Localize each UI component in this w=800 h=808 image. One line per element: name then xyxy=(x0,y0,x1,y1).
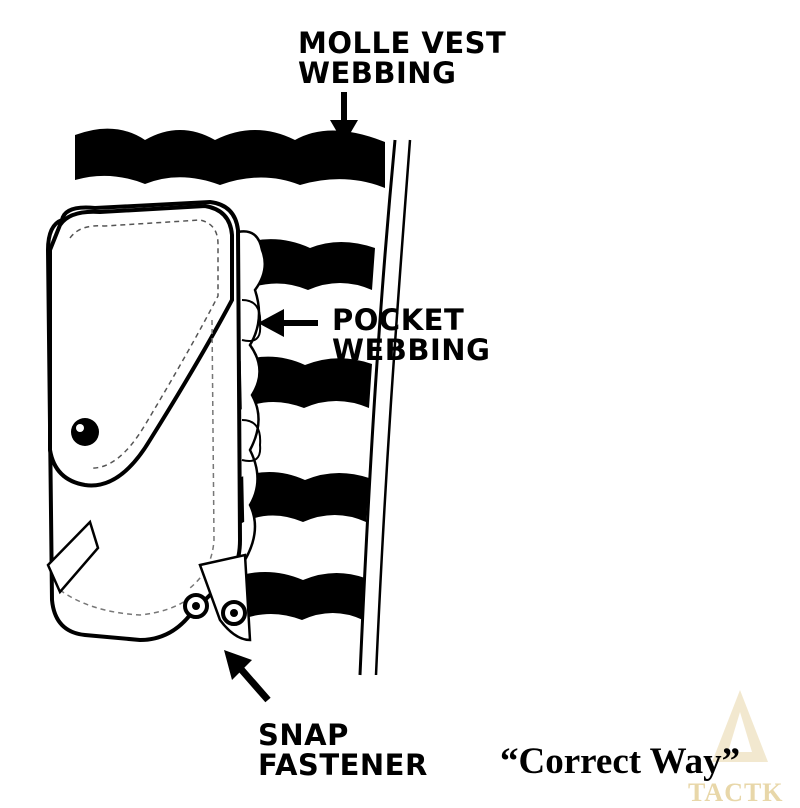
pocket-webbing-strip xyxy=(237,230,267,561)
vest-webbing-band-3 xyxy=(238,471,369,524)
label-line: POCKET xyxy=(332,303,465,337)
pocket-webbing-loop xyxy=(241,419,262,462)
arrow-left-icon xyxy=(258,309,318,337)
vest-webbing-band-2 xyxy=(238,356,372,410)
label-line: MOLLE VEST xyxy=(298,26,507,60)
vest-webbing-band-4 xyxy=(232,571,365,622)
label-line: FASTENER xyxy=(258,748,428,782)
label-line: WEBBING xyxy=(298,56,457,90)
label-line: SNAP xyxy=(258,718,349,752)
velcro-tab xyxy=(46,519,100,595)
vest-webbing-band-1 xyxy=(238,239,375,292)
molle-vest-webbing-band xyxy=(75,128,385,188)
pouch-flap xyxy=(48,203,234,488)
arrow-down-icon xyxy=(330,92,358,144)
arrow-up-left-icon xyxy=(224,650,271,703)
snap-fastener-label: SNAP FASTENER xyxy=(258,720,428,780)
molle-vest-webbing-label: MOLLE VEST WEBBING xyxy=(298,28,506,88)
watermark-text: TACTK xyxy=(688,778,784,807)
caption-correct-way: “Correct Way” xyxy=(500,741,741,782)
pocket-webbing-label: POCKET WEBBING xyxy=(332,305,490,365)
vest-edge-inner xyxy=(374,139,412,676)
flap-stitching xyxy=(69,219,219,469)
pocket-webbing-loop xyxy=(241,299,262,342)
watermark-logo xyxy=(712,690,768,762)
flap-snap-icon xyxy=(71,418,99,446)
pouch-bottom-stitching xyxy=(59,589,191,616)
label-line: WEBBING xyxy=(332,333,491,367)
